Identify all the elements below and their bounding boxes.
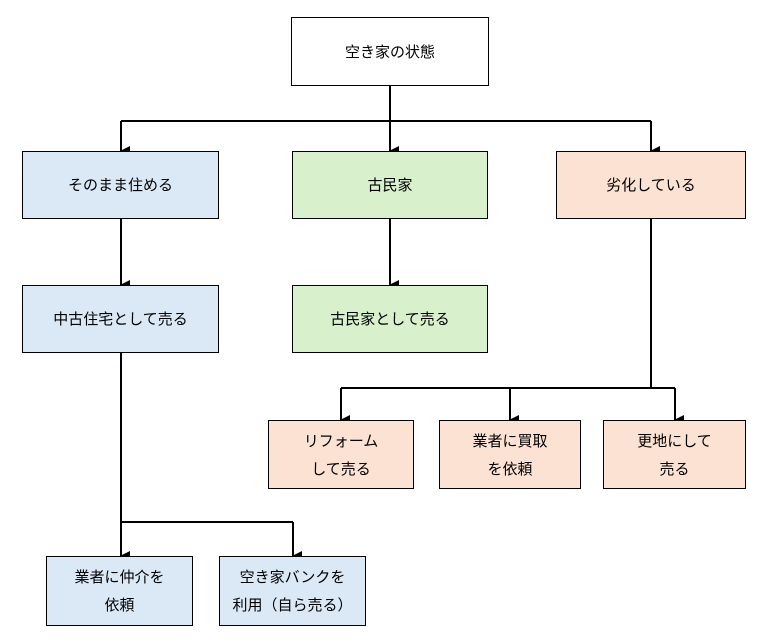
node-dealer-buyout-line1: 業者に買取 — [472, 431, 548, 450]
node-dealer-buyout: 業者に買取 を依頼 — [439, 420, 581, 489]
node-kominka-label: 古民家 — [367, 176, 413, 194]
node-sell-kominka: 古民家として売る — [292, 285, 488, 353]
node-reform-sell: リフォーム して売る — [268, 420, 414, 489]
node-vacant-lot-sell: 更地にして 売る — [603, 420, 746, 489]
node-live-as-is: そのまま住める — [22, 151, 219, 219]
node-broker-request-line2: 依頼 — [104, 596, 135, 614]
node-akiya-bank-line2: 利用（自ら売る） — [232, 596, 353, 614]
root-connector — [121, 86, 651, 122]
node-dealer-buyout-line2: を依頼 — [487, 459, 533, 478]
deteriorated-connector — [341, 219, 675, 389]
node-akiya-bank-line1: 空き家バンクを — [239, 568, 346, 586]
node-broker-request: 業者に仲介を 依頼 — [46, 556, 193, 626]
node-sell-kominka-label: 古民家として売る — [330, 310, 450, 328]
node-broker-request-line1: 業者に仲介を — [74, 568, 165, 586]
node-reform-sell-line2: して売る — [311, 459, 371, 478]
node-root-label: 空き家の状態 — [344, 42, 435, 61]
node-root: 空き家の状態 — [291, 17, 489, 86]
node-kominka: 古民家 — [292, 151, 488, 219]
node-sell-used-house: 中古住宅として売る — [22, 285, 219, 353]
used-house-connector — [120, 353, 293, 523]
node-live-as-is-label: そのまま住める — [67, 176, 173, 194]
node-akiya-bank: 空き家バンクを 利用（自ら売る） — [219, 556, 366, 626]
node-sell-used-house-label: 中古住宅として売る — [53, 310, 188, 328]
node-reform-sell-line1: リフォーム — [303, 431, 379, 450]
node-deteriorated: 劣化している — [556, 151, 746, 219]
node-vacant-lot-sell-line2: 売る — [659, 459, 690, 478]
node-vacant-lot-sell-line1: 更地にして — [637, 431, 712, 450]
node-deteriorated-label: 劣化している — [606, 176, 696, 194]
